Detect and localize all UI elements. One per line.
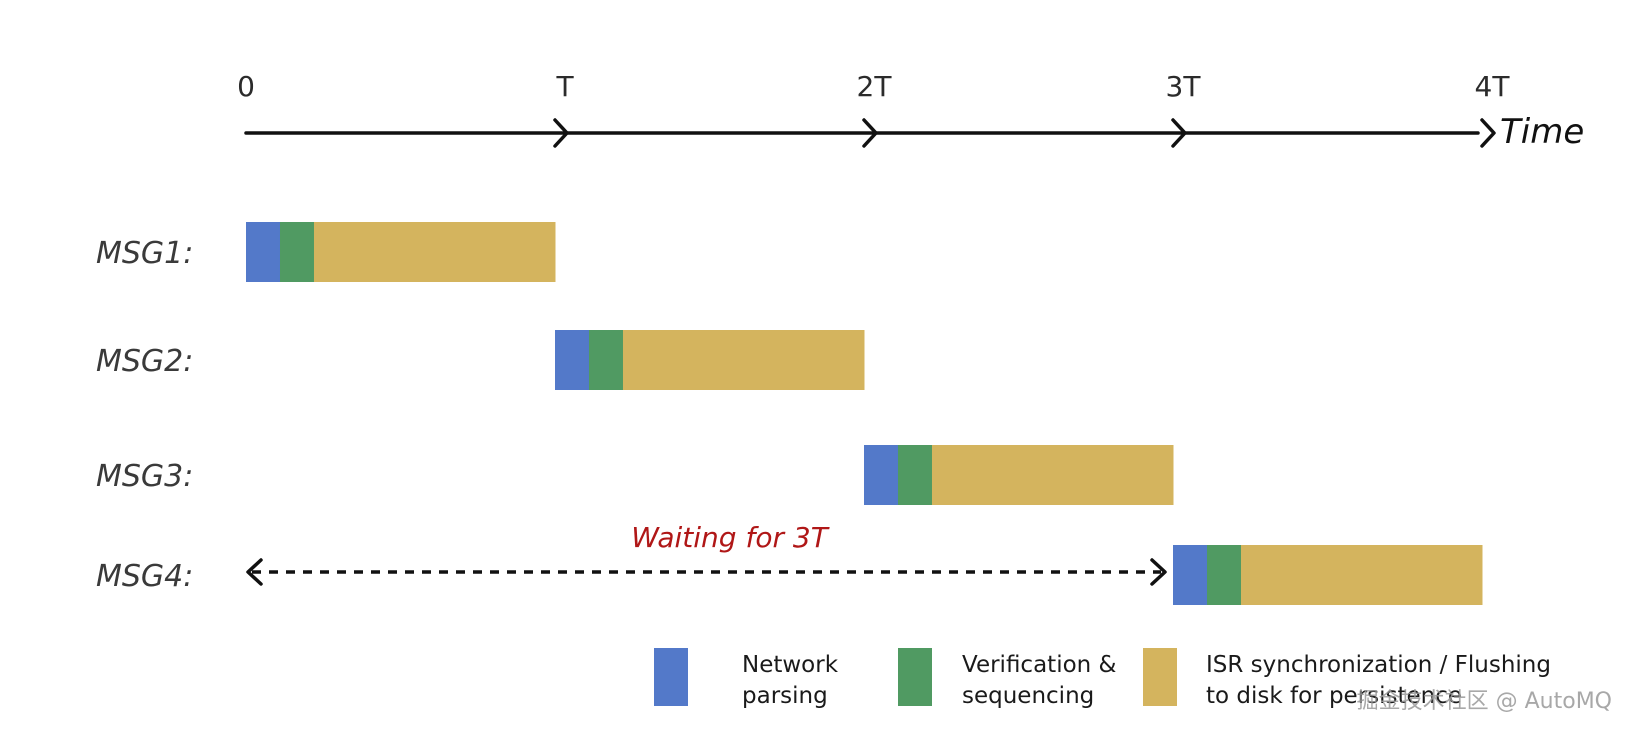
legend-label-line2: to disk for persistence [1206, 683, 1462, 709]
tick-arrows [553, 118, 1496, 148]
waiting-arrow-right-icon [1150, 558, 1167, 586]
tick-label: 2T [857, 70, 893, 103]
phase-segment-verification [279, 222, 315, 282]
phase-segment-isr [313, 222, 556, 282]
message-row: MSG1: [96, 222, 556, 282]
tick-label: 4T [1475, 70, 1511, 103]
waiting-indicator: Waiting for 3T [246, 521, 1167, 586]
axis-name: Time [1500, 112, 1584, 152]
legend-item-isr: ISR synchronization / Flushing to disk fo… [1143, 648, 1551, 709]
legend: Network parsing Verification & sequencing IS… [654, 648, 1551, 709]
phase-segment-isr [622, 330, 865, 390]
legend-swatch [654, 648, 688, 706]
tick-arrow-icon [862, 118, 878, 148]
message-rows: MSG1: MSG2: MSG3: MSG4: [96, 222, 1483, 605]
legend-label-line1: Verification & [962, 652, 1117, 678]
phase-segment-verification [588, 330, 624, 390]
phase-segment-network [1173, 545, 1208, 605]
tick-arrow-icon [1171, 118, 1187, 148]
tick-label: 0 [237, 70, 255, 103]
tick-arrow-icon [1480, 118, 1496, 148]
phase-segment-network [864, 445, 899, 505]
legend-swatch [1143, 648, 1177, 706]
message-row: MSG2: [96, 330, 865, 390]
message-row: MSG4: [96, 545, 1483, 605]
legend-label-line1: Network [742, 652, 839, 678]
legend-item-network: Network parsing [654, 648, 839, 709]
tick-labels: 0 T 2T 3T 4T [237, 70, 1510, 103]
message-label: MSG4: [96, 559, 193, 594]
legend-label-line1: ISR synchronization / Flushing [1206, 652, 1551, 678]
message-label: MSG3: [96, 459, 193, 494]
tick-arrow-icon [553, 118, 569, 148]
phase-segment-verification [897, 445, 933, 505]
message-label: MSG2: [96, 344, 193, 379]
phase-segment-isr [931, 445, 1174, 505]
message-label: MSG1: [96, 236, 193, 271]
phase-segment-network [246, 222, 281, 282]
phase-segment-network [555, 330, 590, 390]
tick-label: T [555, 70, 574, 103]
legend-label-line2: sequencing [962, 683, 1094, 709]
phase-segment-verification [1206, 545, 1242, 605]
message-row: MSG3: [96, 445, 1174, 505]
time-axis: 0 T 2T 3T 4T Time [237, 70, 1584, 152]
waiting-label: Waiting for 3T [631, 521, 829, 554]
waiting-arrow-left-icon [246, 558, 263, 586]
watermark: 掘金技术社区 @ AutoMQ [1357, 689, 1612, 714]
legend-item-verification: Verification & sequencing [898, 648, 1117, 709]
phase-segment-isr [1240, 545, 1483, 605]
tick-label: 3T [1166, 70, 1202, 103]
legend-swatch [898, 648, 932, 706]
legend-label-line2: parsing [742, 683, 828, 709]
